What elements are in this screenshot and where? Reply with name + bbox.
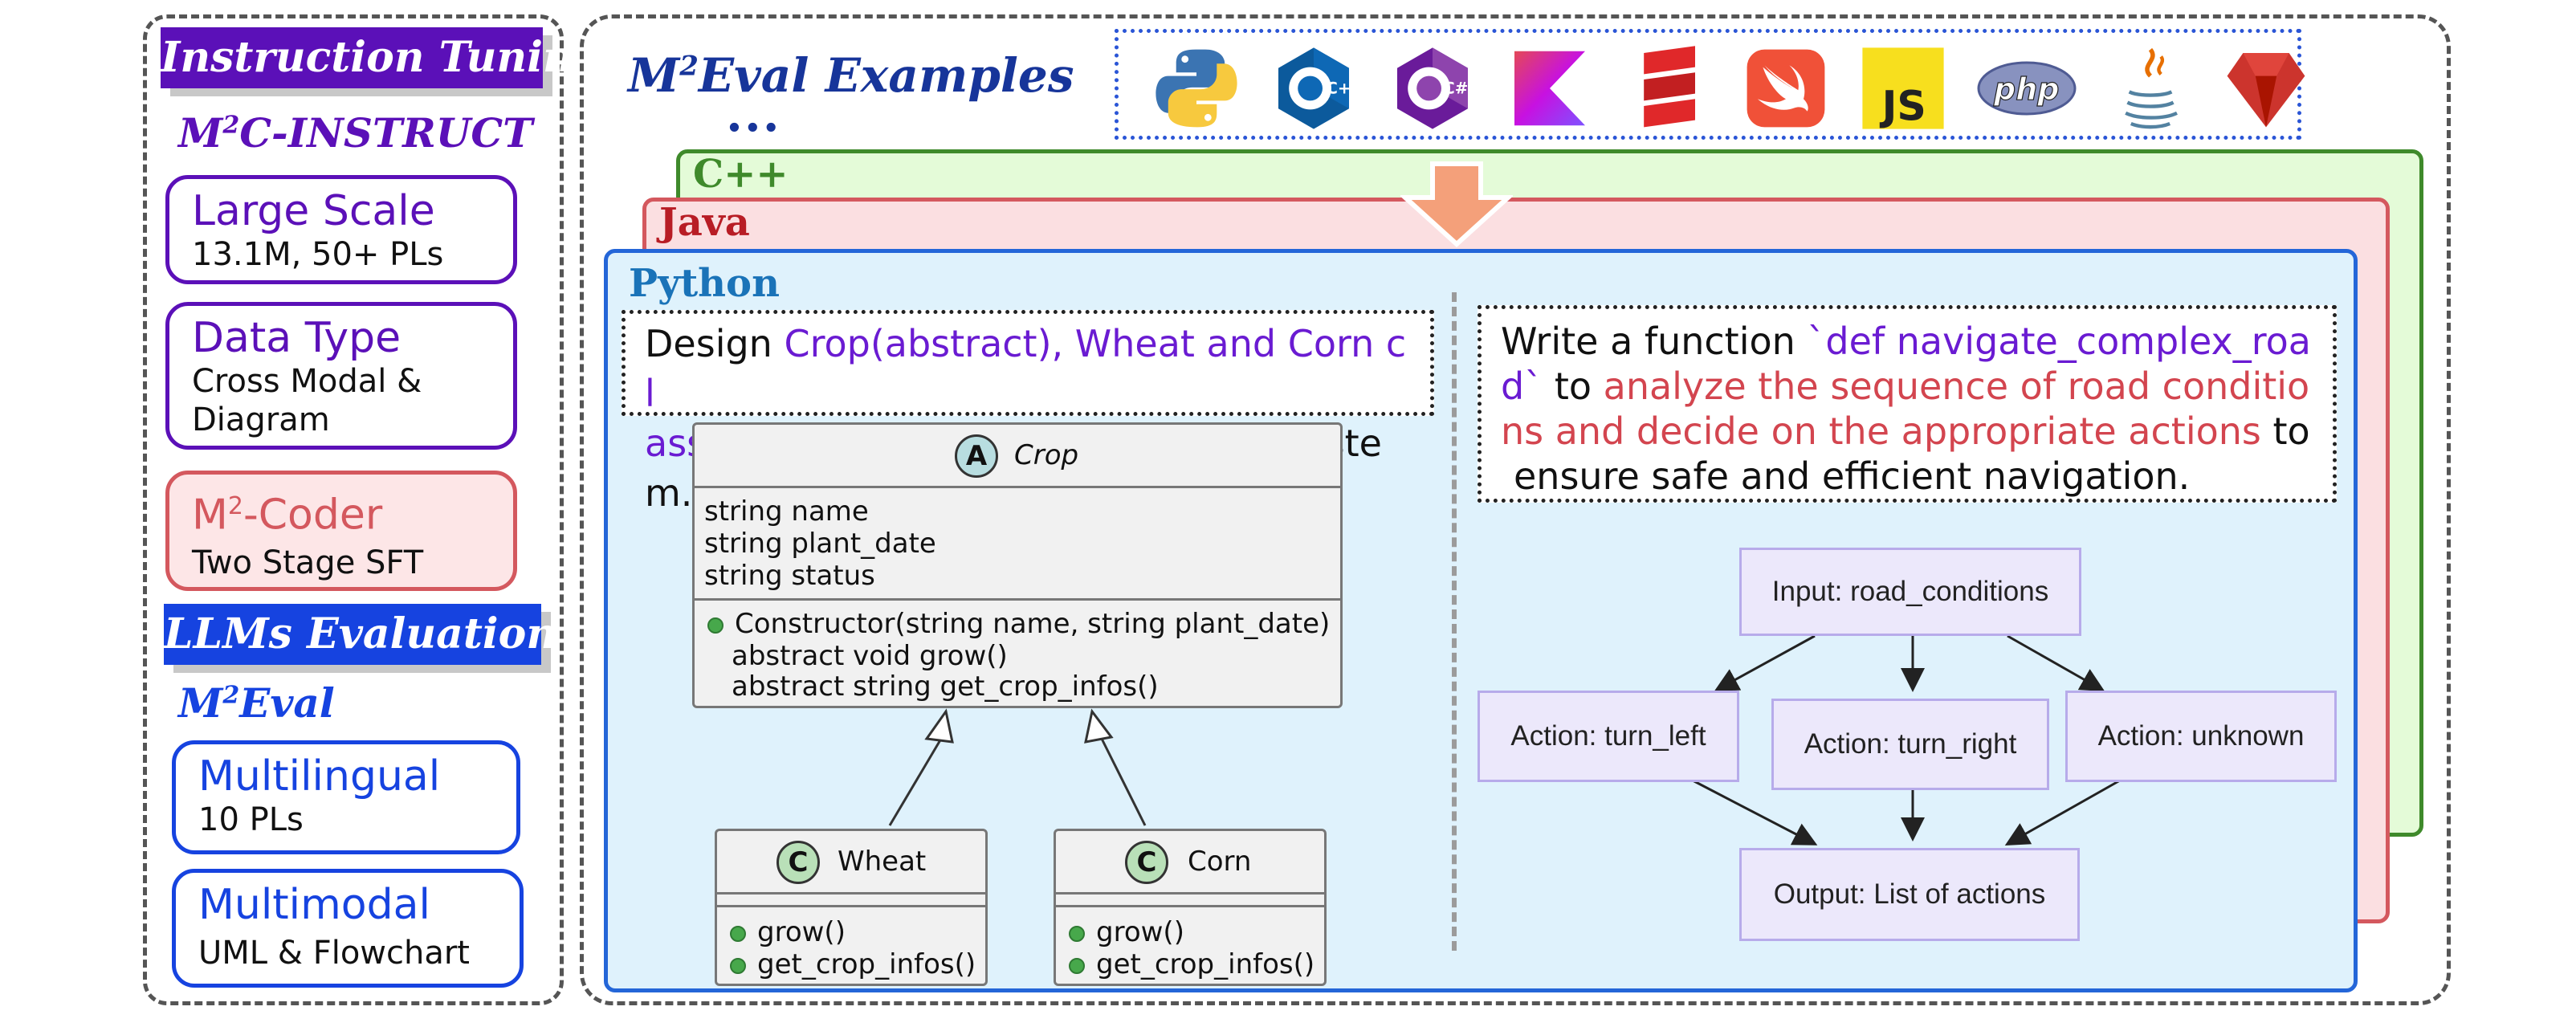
flow-node-input: Input: road_conditions [1739,548,2081,636]
card-subtitle: UML & Flowchart [198,935,470,972]
flow-node-output: Output: List of actions [1739,848,2080,941]
card-multilingual: Multilingual 10 PLs [172,740,520,854]
uml-method: grow() [730,916,846,948]
prompt-line: Design Crop(abstract), Wheat and Corn cl [645,322,1407,415]
class-badge-icon: C [1125,841,1168,884]
svg-text:JS: JS [1880,83,1926,130]
language-icon-row: C++ C# JS php [1115,29,2305,140]
abstract-badge-icon: A [955,434,998,478]
prompt-line: ns and decide on the appropriate actions… [1501,410,2310,453]
uml-method: Constructor(string name, string plant_da… [707,608,1330,640]
flowchart-arrows [1692,634,2121,846]
flow-node-turn-left: Action: turn_left [1478,691,1739,782]
class-name: Wheat [838,846,927,878]
svg-text:C#: C# [1443,79,1468,98]
lang-label-cpp: C++ [693,152,789,197]
uml-class-wheat: C Wheat grow() get_crop_infos() [715,829,988,986]
uml-separator [695,598,1340,601]
uml-attr: string status [704,560,875,592]
card-m2-coder: M2-Coder Two Stage SFT [165,471,517,591]
python-icon [1156,49,1237,128]
uml-separator [717,892,985,894]
uml-method: get_crop_infos() [730,948,976,980]
m2eval-title: M2Eval [178,679,335,727]
public-method-icon [730,925,746,942]
ellipsis: ... [726,87,781,143]
uml-method: get_crop_infos() [1069,948,1314,980]
uml-separator [695,486,1340,488]
uml-attr: string plant_date [704,528,936,560]
uml-separator [717,905,985,907]
left-panel [143,14,564,1005]
class-name: Corn [1188,846,1252,878]
java-icon [2125,47,2178,129]
card-subtitle: Cross Modal & [192,363,422,400]
down-arrow-icon [1400,161,1513,248]
card-title: Data Type [192,314,401,362]
javascript-icon: JS [1862,47,1944,130]
prompt-line: ensure safe and efficient navigation. [1514,454,2191,498]
card-subtitle: 10 PLs [198,801,304,838]
uml-prompt: Design Crop(abstract), Wheat and Corn cl… [622,310,1434,515]
uml-class-crop: A Crop string name string plant_date str… [692,422,1343,708]
class-name: Crop [1014,439,1079,471]
uml-method: abstract string get_crop_infos() [732,670,1159,703]
svg-text:C++: C++ [1326,79,1358,98]
php-icon: php [1977,61,2077,116]
public-method-icon [707,617,723,634]
flow-node-turn-right: Action: turn_right [1771,699,2049,790]
card-multimodal: Multimodal UML & Flowchart [172,869,524,988]
card-subtitle: 13.1M, 50+ PLs [192,236,444,273]
card-title: Multimodal [198,881,430,929]
card-title: Multilingual [198,752,441,801]
public-method-icon [730,957,746,974]
public-method-icon [1069,957,1085,974]
scala-icon [1644,46,1695,128]
uml-method: grow() [1069,916,1184,948]
uml-inheritance-arrows [888,708,1147,826]
uml-method: abstract void grow() [732,640,1008,672]
swift-icon [1747,49,1825,128]
flow-node-unknown: Action: unknown [2065,691,2337,782]
uml-class-corn: C Corn grow() get_crop_infos() [1054,829,1327,986]
csharp-icon: C# [1397,47,1468,129]
panel-divider [1452,292,1457,951]
card-title: M2-Coder [192,491,383,540]
uml-separator [1056,905,1324,907]
card-subtitle: Two Stage SFT [192,544,424,582]
prompt-line: Write a function `def navigate_complex_r… [1501,320,2311,363]
class-badge-icon: C [776,841,820,884]
banner-llms-evaluation: LLMs Evaluation [164,604,556,665]
banner-instruction-tuning: Instruction Tuning [161,27,602,88]
card-data-type: Data Type Cross Modal & Diagram [165,302,517,450]
prompt-line: d` to analyze the sequence of road condi… [1501,365,2310,408]
card-subtitle: Diagram [192,401,330,438]
card-title: Large Scale [192,187,435,235]
flowchart-prompt: Write a function `def navigate_complex_r… [1478,305,2337,503]
ruby-icon [2227,53,2305,128]
uml-attr: string name [704,495,869,528]
right-panel [580,14,2451,1005]
card-large-scale: Large Scale 13.1M, 50+ PLs [165,175,517,284]
public-method-icon [1069,925,1085,942]
lang-label-python: Python [629,261,780,306]
m2eval-examples-title: M2Eval Examples [628,48,1074,103]
lang-label-java: Java [659,200,750,245]
svg-text:php: php [1993,71,2059,107]
m2c-instruct-title: M2C-INSTRUCT [178,109,533,157]
uml-separator [1056,892,1324,894]
cpp-icon: C++ [1278,47,1358,129]
kotlin-icon [1514,51,1585,126]
